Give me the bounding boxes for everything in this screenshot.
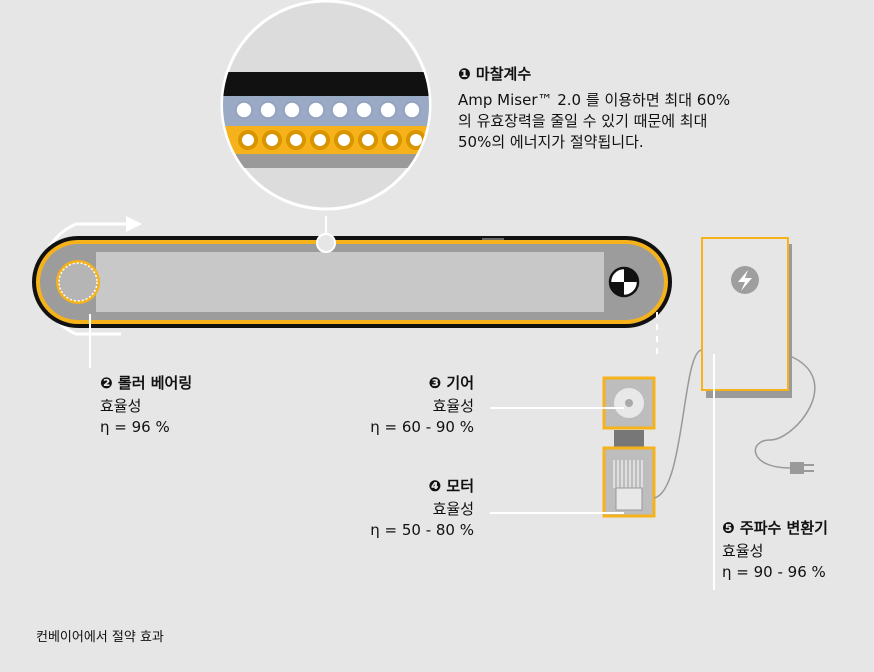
callout-1-line3: 50%의 에너지가 절약됩니다. (458, 133, 644, 151)
callout-2: ❷ 롤러 베어링 효율성 η = 96 % (100, 373, 320, 438)
zoom-balls-bottom (238, 130, 426, 150)
callout-1-title: ❶ 마찰계수 (458, 65, 532, 83)
callout-3-value: η = 60 - 90 % (370, 418, 474, 436)
gear-unit (602, 376, 656, 430)
callout-4-value: η = 50 - 80 % (370, 521, 474, 539)
drive-roller-icon (608, 266, 640, 298)
contact-point-marker (316, 233, 336, 253)
motor-cable (653, 349, 703, 499)
callout-5-label: 효율성 (722, 542, 764, 560)
zoom-circle (220, 0, 432, 211)
callout-1-line2: 의 유효장력을 줄일 수 있기 때문에 최대 (458, 112, 708, 130)
power-cable (754, 355, 816, 469)
plug-icon (790, 462, 814, 474)
callout-3: ❸ 기어 효율성 η = 60 - 90 % (270, 373, 474, 438)
callout-5-title: ❺ 주파수 변환기 (722, 519, 828, 537)
zoom-balls-top (235, 101, 421, 119)
diagram-caption: 컨베이어에서 절약 효과 (36, 630, 164, 645)
callout-5-value: η = 90 - 96 % (722, 563, 826, 581)
idler-roller (56, 260, 100, 304)
callout-5: ❺ 주파수 변환기 효율성 η = 90 - 96 % (722, 518, 872, 583)
frequency-converter (701, 237, 792, 398)
callout-2-label: 효율성 (100, 397, 142, 415)
gear-shaft (614, 430, 644, 448)
callout-4-label: 효율성 (432, 500, 474, 518)
callout-1-line1: Amp Miser™ 2.0 를 이용하면 최대 60% (458, 91, 731, 109)
lightning-icon (731, 266, 759, 294)
callout-3-title: ❸ 기어 (428, 374, 474, 392)
conveyor-belt (32, 236, 672, 328)
motor-unit (602, 446, 656, 518)
callout-3-label: 효율성 (432, 397, 474, 415)
callout-4-title: ❹ 모터 (428, 477, 474, 495)
callout-2-value: η = 96 % (100, 418, 170, 436)
callout-2-title: ❷ 롤러 베어링 (100, 374, 193, 392)
callout-1-text: Amp Miser™ 2.0 를 이용하면 최대 60% 의 유효장력을 줄일 … (458, 90, 858, 153)
callout-4: ❹ 모터 효율성 η = 50 - 80 % (270, 476, 474, 541)
